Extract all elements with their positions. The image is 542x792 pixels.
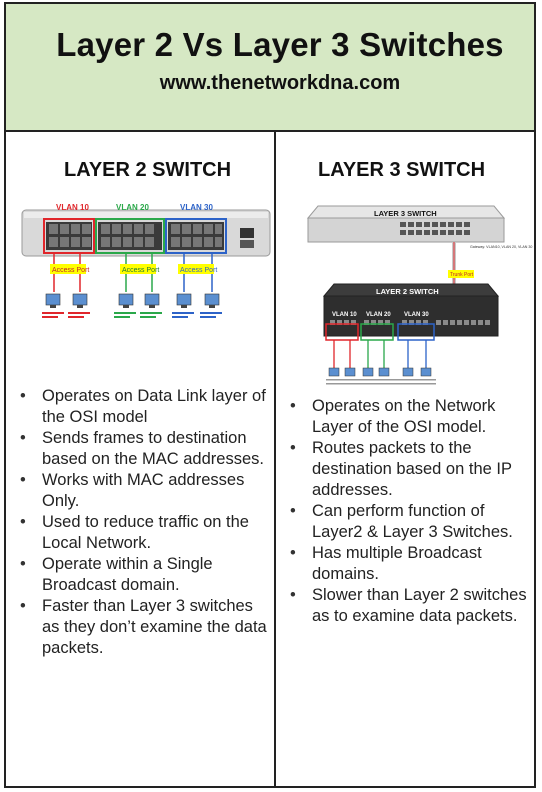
layer3-point: Slower than Layer 2 switches as to exami… (290, 585, 534, 627)
layer2-point: Sends frames to destination based on the… (20, 428, 270, 470)
layer3-point: Has multiple Broadcast domains. (290, 543, 534, 585)
layer3-switch-device: LAYER 3 SWITCH Gateway: VLAN10, VLAN 20,… (306, 205, 532, 249)
l3-gateway-label: Gateway: VLAN10, VLAN 20, VLAN 30 (470, 245, 532, 249)
l3-vlan30-label: VLAN 30 (404, 312, 429, 318)
l3-switch-label: LAYER 3 SWITCH (374, 209, 437, 218)
layer2-point: Works with MAC addresses Only. (20, 470, 270, 512)
l2-vlan30-label: VLAN 30 (180, 203, 213, 212)
l3-vlan10-label: VLAN 10 (332, 312, 357, 318)
l3-l2-switch-label: LAYER 2 SWITCH (376, 287, 439, 296)
layer2-point: Operate within a Single Broadcast domain… (20, 554, 270, 596)
layer3-points: Operates on the Network Layer of the OSI… (290, 396, 534, 627)
vlan30-ports (165, 218, 227, 254)
layer3-l2-switch-device: LAYER 2 SWITCH VLAN 10 VLAN 20 VLAN 30 (322, 283, 500, 341)
l3-vlan20-label: VLAN 20 (366, 312, 391, 318)
page-title: Layer 2 Vs Layer 3 Switches (56, 26, 504, 63)
layer3-point: Routes packets to the destination based … (290, 438, 534, 501)
l2-vlan10-label: VLAN 10 (56, 203, 89, 212)
l2-pc-icons (45, 293, 220, 308)
layer3-point: Operates on the Network Layer of the OSI… (290, 396, 534, 438)
comparison-card: Layer 2 Vs Layer 3 Switches www.thenetwo… (4, 2, 536, 788)
vlan10-ports (43, 218, 95, 254)
website-url: www.thenetworkdna.com (159, 72, 401, 94)
layer2-heading: LAYER 2 SWITCH (64, 159, 232, 181)
l2-access-port-label-2: Access Port (122, 267, 159, 274)
layer3-switch-diagram: LAYER 3 SWITCH Gateway: VLAN10, VLAN 20,… (306, 205, 532, 385)
layer3-point: Can perform function of Layer2 & Layer 3… (290, 501, 534, 543)
vlan20-ports (95, 218, 165, 254)
layer2-points: Operates on Data Link layer of the OSI m… (20, 386, 270, 659)
layer2-point: Used to reduce traffic on the Local Netw… (20, 512, 270, 554)
l2-access-port-label-1: Access Port (52, 267, 89, 274)
layer3-heading: LAYER 3 SWITCH (318, 159, 486, 181)
l2-vlan20-label: VLAN 20 (116, 203, 149, 212)
column-divider (274, 130, 276, 788)
header-banner: Layer 2 Vs Layer 3 Switches www.thenetwo… (6, 4, 534, 132)
layer2-point: Faster than Layer 3 switches as they don… (20, 596, 270, 659)
layer2-switch-diagram: VLAN 10 VLAN 20 VLAN 30 Access Port Acce… (21, 203, 271, 318)
l2-access-port-label-3: Access Port (180, 267, 217, 274)
l3-trunk-label: Trunk Port (450, 272, 474, 278)
layer2-point: Operates on Data Link layer of the OSI m… (20, 386, 270, 428)
l3-pc-icons (328, 367, 432, 377)
